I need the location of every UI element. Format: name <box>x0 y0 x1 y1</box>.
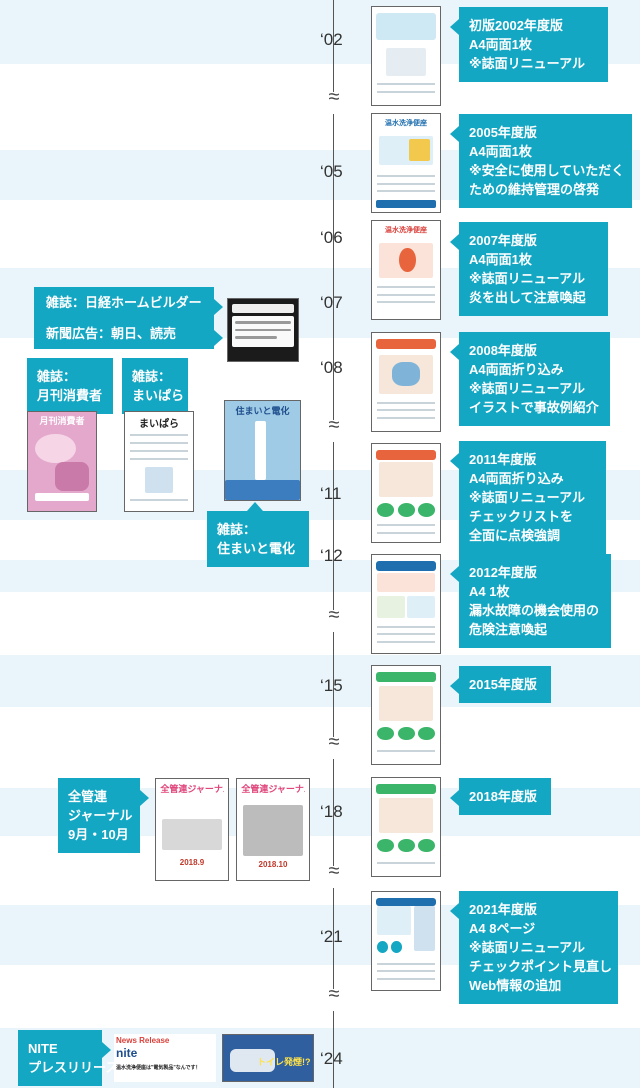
leaflet-2002-thumbnail <box>371 6 441 106</box>
timeline-break: ≈ <box>322 87 346 114</box>
year-label-2007: ‘07 <box>320 293 343 312</box>
timeline-axis <box>333 0 334 1088</box>
band-2024 <box>0 1028 640 1088</box>
timeline-break: ≈ <box>322 861 346 888</box>
media-nikkei-callout: 雑誌：日経ホームビルダー <box>34 287 223 318</box>
leaflet-2015-thumbnail <box>371 665 441 765</box>
year-label-2024: ‘24 <box>320 1049 343 1068</box>
timeline-break: ≈ <box>322 415 346 442</box>
leaflet-2008-thumbnail <box>371 332 441 432</box>
timeline-break: ≈ <box>322 605 346 632</box>
media-newspaper-callout: 新聞広告：朝日、読売 <box>34 318 223 349</box>
year-label-2018: ‘18 <box>320 802 343 821</box>
media-gekkan-callout: 雑誌：月刊消費者 <box>27 358 113 423</box>
magazine-gekkan-thumbnail: 月刊消費者 <box>27 411 97 512</box>
timeline-break: ≈ <box>322 732 346 759</box>
leaflet-2007-thumbnail: 温水洗浄便座 <box>371 220 441 320</box>
media-maipara-callout: 雑誌：まいぱら <box>122 358 188 423</box>
timeline-break: ≈ <box>322 984 346 1011</box>
year-label-2021: ‘21 <box>320 927 343 946</box>
newspaper-ad-thumbnail <box>227 298 299 362</box>
year-label-2012: ‘12 <box>320 546 343 565</box>
leaflet-2018-thumbnail <box>371 777 441 877</box>
leaflet-2011-thumbnail <box>371 443 441 543</box>
edition-2018-callout: 2018年度版 <box>450 778 551 815</box>
year-label-2006: ‘06 <box>320 228 343 247</box>
leaflet-2021-thumbnail <box>371 891 441 991</box>
year-label-2015: ‘15 <box>320 676 343 695</box>
year-label-2011: ‘11 <box>320 484 342 503</box>
magazine-maipara-thumbnail: まいぱら <box>124 411 194 512</box>
year-label-2005: ‘05 <box>320 162 343 181</box>
nite-video-thumbnail: トイレ発煙!? <box>222 1034 314 1082</box>
year-label-2008: ‘08 <box>320 358 343 377</box>
magazine-sumai-thumbnail: 住まいと電化 <box>224 400 301 501</box>
leaflet-2012-thumbnail <box>371 554 441 654</box>
media-sumai-callout: 雑誌：住まいと電化 <box>207 502 309 567</box>
leaflet-2005-thumbnail: 温水洗浄便座 <box>371 113 441 213</box>
nite-news-release-thumbnail: News Release nite 温水洗浄便座は"電気製品"なんです！ <box>114 1034 216 1082</box>
edition-2015-callout: 2015年度版 <box>450 666 551 703</box>
year-label-2002: ‘02 <box>320 30 343 49</box>
